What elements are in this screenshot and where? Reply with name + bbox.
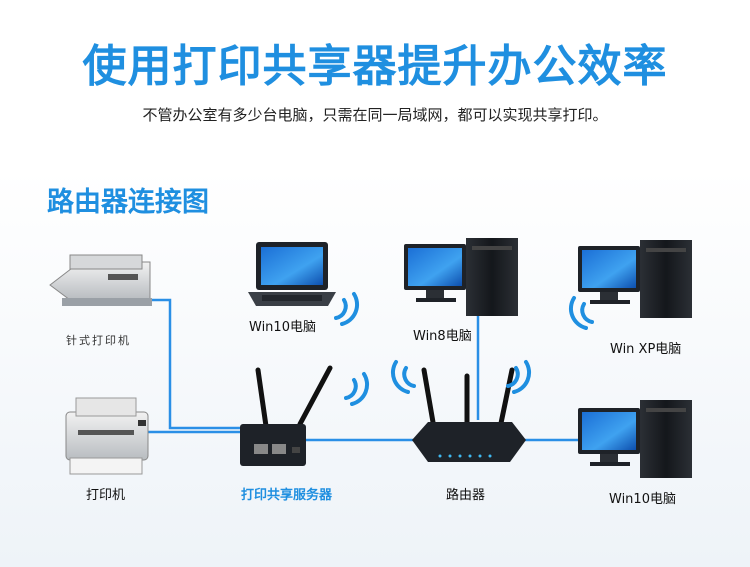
section-title: 路由器连接图 [47,187,209,218]
wifi-signal-icon [344,372,370,406]
router-label: 路由器 [446,488,486,503]
dot-matrix-printer-icon [49,254,152,306]
router-icon [412,367,526,462]
wifi-signal-icon [390,360,532,394]
desktop-pc-icon [578,400,692,478]
printer-label: 打印机 [86,488,126,503]
wire-dot-matrix-to-server [150,298,240,430]
laptop-icon [248,242,336,306]
print-server-icon [240,365,333,466]
page-title: 使用打印共享器提升办公效率 [82,41,668,92]
win10-pc-label: Win10电脑 [609,492,676,507]
wifi-signal-icon [568,296,594,330]
dot-matrix-printer-label: 针式打印机 [66,334,131,347]
laptop-label: Win10电脑 [249,320,316,335]
winxp-pc-label: Win XP电脑 [610,342,682,357]
desktop-pc-icon [578,240,692,318]
wifi-signal-icon [334,292,360,326]
win8-pc-label: Win8电脑 [413,329,472,344]
printer-icon [65,397,149,475]
connection-wires [140,298,590,442]
print-server-label: 打印共享服务器 [241,488,333,503]
page-subtitle: 不管办公室有多少台电脑，只需在同一局域网，都可以实现共享打印。 [142,106,608,124]
desktop-pc-icon [404,238,518,316]
